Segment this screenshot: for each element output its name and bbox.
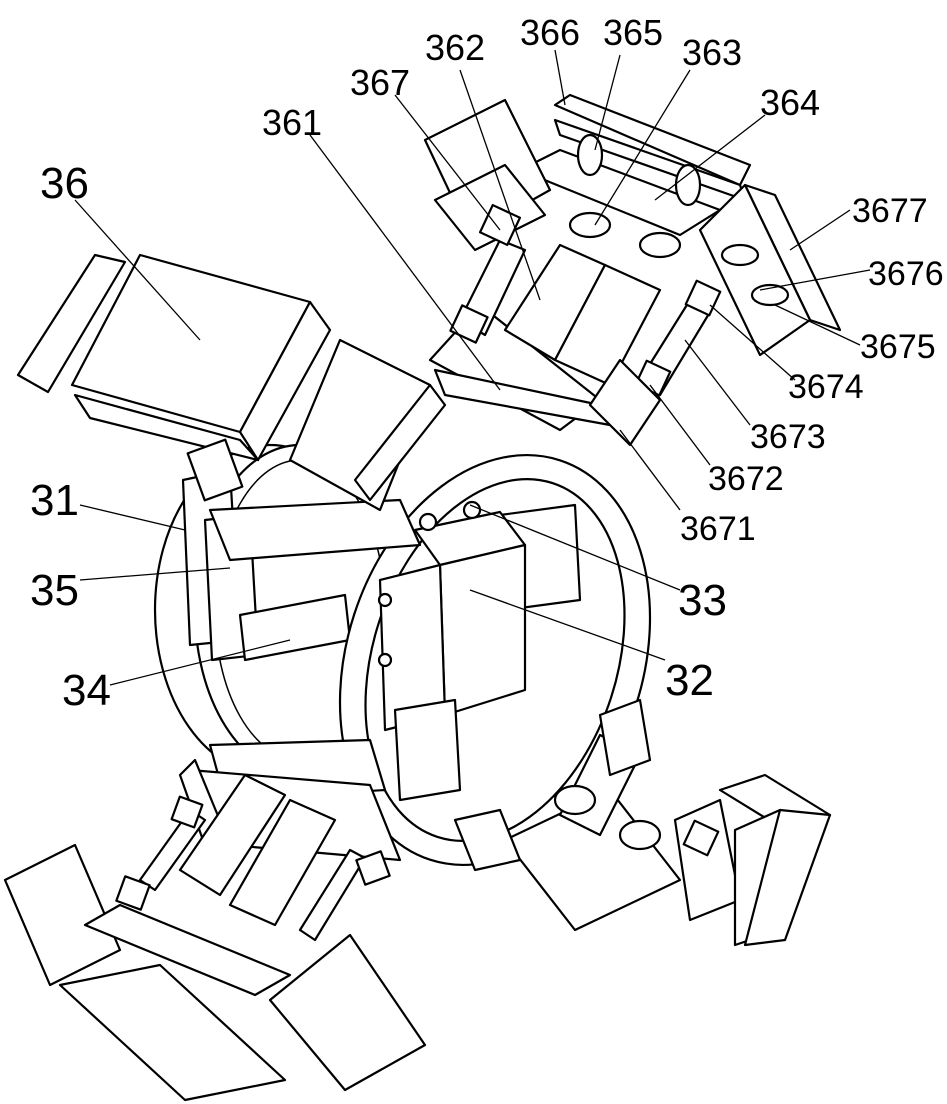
label-3672: 3672 [708,460,784,498]
label-3675: 3675 [860,328,936,366]
bolt-2 [464,502,480,518]
label-3671: 3671 [680,510,756,548]
label-3676: 3676 [868,255,944,293]
bolt-4 [379,654,391,666]
label-363: 363 [682,32,742,73]
flange-363-b [640,233,680,257]
leader-3672 [650,385,710,465]
label-34: 34 [62,666,111,715]
label-3677: 3677 [852,192,928,230]
label-366: 366 [520,12,580,53]
label-31: 31 [30,476,79,525]
lower-post [395,700,460,800]
label-362: 362 [425,27,485,68]
pad-ll-3 [270,935,425,1090]
bolt-1 [420,514,436,530]
bolt-3 [379,594,391,606]
flange-363-a [570,213,610,237]
pin-365 [578,135,602,175]
pad-lr-1 [675,800,740,920]
leader-31 [80,505,185,530]
leader-3673 [685,340,750,425]
leader-3677 [790,210,850,250]
flange-lr-1 [555,786,595,814]
label-32: 32 [665,656,714,705]
flange-lr-2 [620,821,660,849]
label-33: 33 [678,576,727,625]
block-32 [440,545,525,715]
label-35: 35 [30,566,79,615]
label-364: 364 [760,82,820,123]
pin-3676 [722,245,758,265]
label-3674: 3674 [788,368,864,406]
label-367: 367 [350,62,410,103]
label-361: 361 [262,102,322,143]
label-3673: 3673 [750,418,826,456]
arm-upper-left [18,255,445,510]
pin-364 [676,165,700,205]
leader-3671 [620,430,680,510]
leader-366 [555,50,565,105]
label-36: 36 [40,159,89,208]
block-lr [600,700,650,775]
arm-lower-left [5,760,425,1100]
label-365: 365 [603,12,663,53]
leader-365 [595,55,620,150]
